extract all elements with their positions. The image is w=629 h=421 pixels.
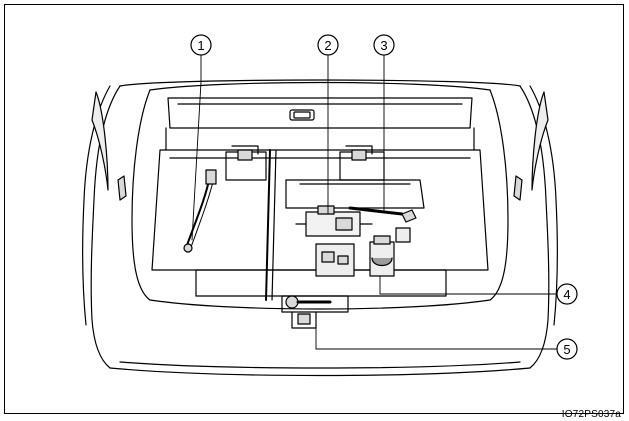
leader-4 [379,275,558,295]
callout-1-label: 1 [197,38,204,53]
wheel-nut-wrench [348,206,417,243]
figure-frame [4,4,624,414]
callout-2: 2 [317,34,339,56]
callout-5: 5 [556,338,578,360]
callout-5-label: 5 [563,342,570,357]
jack-handle [183,169,217,253]
right-tail-lamp [513,91,549,201]
hatch-opening [131,89,509,310]
callout-1: 1 [190,34,212,56]
tool-tray [195,235,447,297]
callout-leaders [191,54,558,350]
callout-3: 3 [373,34,395,56]
callout-4: 4 [556,283,578,305]
callout-3-label: 3 [380,38,387,53]
rear-seat-backs [165,97,475,151]
leader-5 [315,327,558,350]
left-tail-lamp [91,91,127,201]
callout-4-label: 4 [563,287,570,302]
callout-2-label: 2 [324,38,331,53]
image-code: IO72PS037a [561,409,621,420]
towing-eyelet [281,295,349,329]
jack [295,205,373,237]
leader-1 [191,54,202,241]
